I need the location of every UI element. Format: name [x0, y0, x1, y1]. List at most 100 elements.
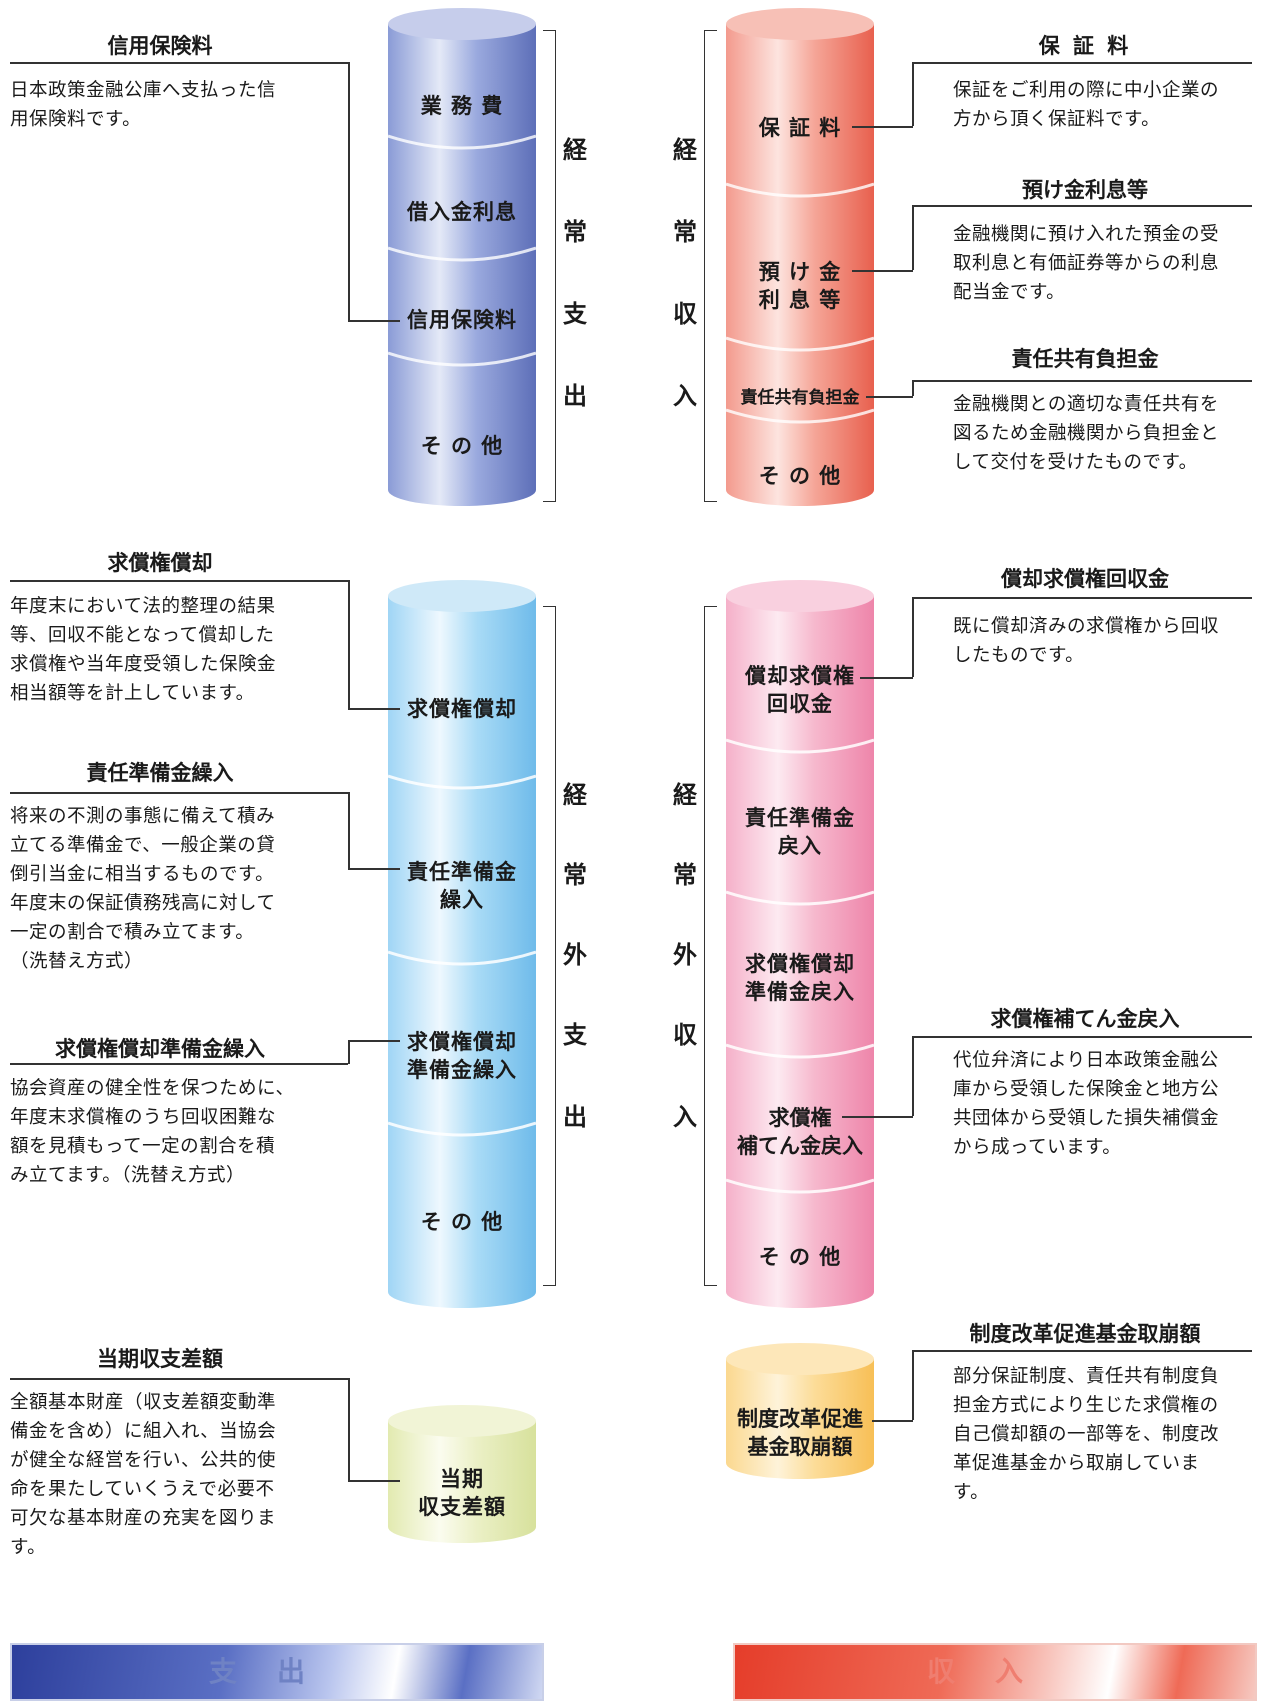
connector	[10, 792, 348, 794]
connector	[10, 580, 348, 582]
connector	[348, 708, 400, 710]
ordinary-expense-label-1: 常	[563, 218, 587, 246]
segment-other: そ の 他	[420, 434, 504, 458]
connector	[348, 868, 400, 870]
connector	[866, 396, 913, 398]
ordinary-expense-cylinder: 業 務 費 借入金利息 信用保険料 そ の 他	[388, 8, 536, 508]
note-text-reserve: 将来の不測の事態に備えて積み 立てる準備金で、一般企業の貸 倒引当金に相当するも…	[10, 806, 276, 972]
note-text-shared: 金融機関との適切な責任共有を 図るため金融機関から負担金と して交付を受けたもの…	[953, 394, 1220, 473]
segment-recovery: 償却求償権 回収金	[745, 664, 855, 716]
ordinary-income-cylinder: 保 証 料 預 け 金 利 息 等 責任共有負担金 そ の 他	[726, 8, 874, 508]
connector	[912, 62, 1252, 64]
extraordinary-income-label-1: 常	[673, 861, 697, 889]
note-title-writeoff: 求償権償却	[107, 551, 213, 575]
cylinder-shape	[726, 1343, 874, 1479]
ordinary-income-label-1: 常	[673, 218, 697, 246]
extraordinary-income-bracket	[704, 606, 717, 1286]
connector	[348, 1040, 350, 1064]
note-text-recovery: 既に償却済みの求償権から回収 したものです。	[953, 616, 1220, 666]
segment-other: そ の 他	[758, 464, 842, 488]
extraordinary-income-cylinder: 償却求償権 回収金 責任準備金 戻入 求償権償却 準備金戻入 求償権 補てん金戻…	[726, 580, 874, 1310]
note-title-insurance: 信用保険料	[107, 34, 213, 58]
extraordinary-expense-label-3: 支	[563, 1021, 587, 1049]
cylinder-shape	[726, 8, 874, 506]
ordinary-expense-label-2: 支	[563, 300, 587, 328]
connector	[912, 205, 914, 270]
segment-writeoff: 求償権償却	[407, 697, 517, 721]
segment-writeoff-reserve-reversal: 求償権償却 準備金戻入	[745, 952, 855, 1004]
segment-loan-interest: 借入金利息	[407, 200, 517, 224]
note-text-interest: 金融機関に預け入れた預金の受 取利息と有価証券等からの利息 配当金です。	[953, 224, 1220, 303]
extraordinary-expense-label-1: 常	[563, 861, 587, 889]
connector	[912, 380, 1252, 382]
segment-balance: 当期 収支差額	[418, 1467, 506, 1519]
segment-reserve-reversal: 責任準備金 戻入	[745, 806, 855, 858]
note-title-balance: 当期収支差額	[97, 1347, 223, 1371]
connector	[912, 597, 1252, 599]
connector	[872, 1420, 913, 1422]
connector	[912, 1036, 1252, 1038]
connector	[348, 1480, 400, 1482]
extraordinary-income-label-2: 外	[673, 941, 697, 969]
expense-banner: 支出	[10, 1643, 544, 1701]
ordinary-expense-label-0: 経	[563, 136, 587, 164]
segment-deposit-interest: 預 け 金 利 息 等	[758, 260, 842, 312]
segment-shared-responsibility: 責任共有負担金	[740, 388, 860, 408]
ordinary-income-label-3: 入	[673, 382, 697, 410]
extraordinary-expense-cylinder: 求償権償却 責任準備金 繰入 求償権償却 準備金繰入 そ の 他	[388, 580, 536, 1310]
connector	[348, 580, 350, 708]
extraordinary-income-label-4: 入	[673, 1103, 697, 1131]
connector	[912, 1350, 1252, 1352]
cylinder-shape	[388, 580, 536, 1308]
note-text-balance: 全額基本財産（収支差額変動準 備金を含め）に組入れ、当協会 が健全な経営を行い、…	[10, 1392, 277, 1558]
note-text-reform: 部分保証制度、責任共有制度負 担金方式により生じた求償権の 自己償却額の一部等を…	[953, 1366, 1220, 1503]
connector	[912, 1036, 914, 1116]
segment-credit-insurance: 信用保険料	[407, 308, 517, 332]
balance-cylinder: 当期 収支差額	[388, 1405, 536, 1545]
note-title-fee: 保 証 料	[1038, 34, 1132, 58]
extraordinary-expense-label-0: 経	[563, 781, 587, 809]
segment-guarantee-fee: 保 証 料	[758, 116, 842, 140]
ordinary-income-label-2: 収	[673, 300, 697, 328]
ordinary-income-bracket	[704, 30, 717, 502]
segment-business-cost: 業 務 費	[420, 94, 504, 118]
note-title-compensation: 求償権補てん金戻入	[990, 1007, 1180, 1031]
note-title-writeoff-reserve: 求償権償却準備金繰入	[55, 1037, 265, 1061]
connector	[860, 677, 913, 679]
segment-other: そ の 他	[420, 1210, 504, 1234]
extraordinary-expense-label-4: 出	[563, 1103, 587, 1131]
extraordinary-expense-bracket	[543, 606, 556, 1286]
connector	[852, 126, 913, 128]
note-text-insurance: 日本政策金融公庫へ支払った信 用保険料です。	[10, 80, 277, 130]
note-text-writeoff: 年度末において法的整理の結果 等、回収不能となって償却した 求償権や当年度受領し…	[10, 596, 277, 704]
connector	[348, 62, 350, 320]
connector	[10, 1378, 348, 1380]
connector	[348, 320, 400, 322]
connector	[348, 1378, 350, 1480]
cylinder-shape	[388, 8, 536, 506]
ordinary-income-label-0: 経	[673, 136, 697, 164]
connector	[912, 205, 1252, 207]
segment-writeoff-reserve-transfer: 求償権償却 準備金繰入	[407, 1030, 517, 1082]
segment-reserve-transfer: 責任準備金 繰入	[407, 860, 517, 912]
connector	[912, 597, 914, 677]
connector	[10, 62, 348, 64]
connector	[348, 1040, 400, 1042]
cylinder-shape	[388, 1405, 536, 1543]
extraordinary-income-label-3: 収	[673, 1021, 697, 1049]
note-title-shared: 責任共有負担金	[1011, 347, 1159, 371]
note-text-compensation: 代位弁済により日本政策金融公 庫から受領した保険金と地方公 共団体から受領した損…	[953, 1050, 1220, 1158]
segment-other: そ の 他	[758, 1245, 842, 1269]
connector	[912, 1350, 914, 1420]
connector	[912, 62, 914, 126]
connector	[912, 380, 914, 396]
reform-fund-cylinder: 制度改革促進 基金取崩額	[726, 1343, 874, 1481]
segment-compensation-reversal: 求償権 補てん金戻入	[737, 1106, 863, 1158]
connector	[842, 1116, 913, 1118]
cylinder-shape	[726, 580, 874, 1308]
extraordinary-expense-label-2: 外	[563, 941, 587, 969]
ordinary-expense-label-3: 出	[563, 382, 587, 410]
connector	[852, 270, 913, 272]
extraordinary-income-label-0: 経	[673, 781, 697, 809]
connector	[348, 792, 350, 868]
